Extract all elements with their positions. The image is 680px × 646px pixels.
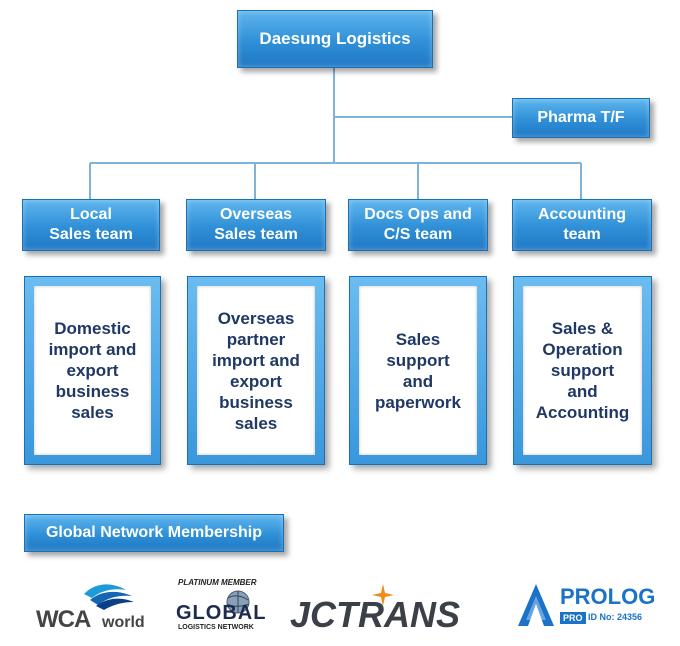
team-description-text: Sales & Operation support and Accounting <box>523 286 642 455</box>
team-description-docs-ops: Sales support and paperwork <box>349 276 487 465</box>
jctrans-main-text: JCTRANS <box>290 594 461 635</box>
globe-icon <box>226 590 250 614</box>
jctrans-logo: JCTRANS <box>290 584 500 635</box>
team-header-label: Docs Ops and C/S team <box>364 206 472 243</box>
team-description-accounting: Sales & Operation support and Accounting <box>513 276 652 465</box>
global-sub-text: LOGISTICS NETWORK <box>178 624 254 631</box>
global-logistics-network-logo: PLATINUM MEMBER GLOBAL LOGISTICS NETWORK <box>174 578 266 636</box>
team-description-overseas-sales: Overseas partner import and export busin… <box>187 276 325 465</box>
pharma-tf-node: Pharma T/F <box>512 98 650 138</box>
root-node: Daesung Logistics <box>237 10 433 68</box>
wca-main-text: WCA <box>36 606 91 633</box>
global-main-text: GLOBAL <box>176 602 267 624</box>
pharma-tf-label: Pharma T/F <box>537 109 625 126</box>
star-icon <box>372 584 394 606</box>
team-description-text: Overseas partner import and export busin… <box>197 286 315 455</box>
prolog-logo: PROLOG PRO ID No: 24356 <box>516 580 666 632</box>
team-header-label: Accounting team <box>538 206 626 243</box>
membership-banner: Global Network Membership <box>24 514 284 552</box>
team-description-local-sales: Domestic import and export business sale… <box>24 276 161 465</box>
membership-label: Global Network Membership <box>45 524 263 541</box>
prolog-triangle-icon <box>518 584 554 626</box>
team-header-label: Overseas Sales team <box>214 206 298 243</box>
team-header-overseas-sales: Overseas Sales team <box>186 199 326 251</box>
team-header-accounting: Accounting team <box>512 199 652 251</box>
team-header-label: Local Sales team <box>49 206 133 243</box>
prolog-main-text: PROLOG <box>560 584 656 609</box>
prolog-pro-badge: PRO <box>560 612 586 624</box>
wca-sub-text: world <box>102 614 145 631</box>
global-top-text: PLATINUM MEMBER <box>178 578 257 587</box>
team-header-local-sales: Local Sales team <box>22 199 160 251</box>
team-description-text: Sales support and paperwork <box>359 286 477 455</box>
team-description-text: Domestic import and export business sale… <box>34 286 151 455</box>
wca-world-logo: WCA world <box>34 580 156 638</box>
team-header-docs-ops: Docs Ops and C/S team <box>348 199 488 251</box>
root-label: Daesung Logistics <box>259 29 411 48</box>
wca-wave-icon <box>84 584 134 610</box>
prolog-id-text: ID No: 24356 <box>588 612 643 622</box>
